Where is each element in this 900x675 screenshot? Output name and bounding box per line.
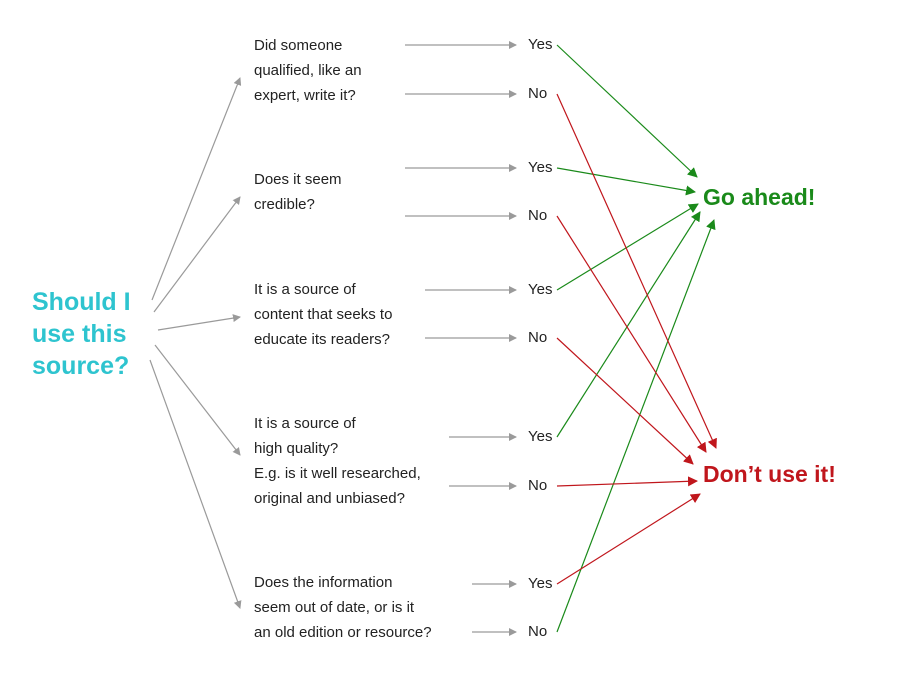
arrow-q5-yes-to-dont — [556, 493, 701, 585]
arrow-q4-no-to-dont — [556, 476, 698, 487]
question-line: qualified, like an — [254, 62, 362, 79]
arrow-to-question-1 — [151, 77, 242, 301]
answer-q3-no: No — [528, 329, 548, 346]
arrow-to-question-2 — [153, 196, 241, 313]
main-question: Should I use this source? — [32, 286, 131, 382]
main-question-line: use this — [32, 320, 127, 348]
question-line: original and unbiased? — [254, 490, 405, 507]
outcome-dont-use: Don’t use it! — [703, 461, 836, 487]
arrow-q3-no-to-dont — [556, 337, 694, 465]
answer-q2-no: No — [528, 207, 548, 224]
main-question-line: Should I — [32, 288, 131, 316]
answer-q5-yes: Yes — [528, 575, 553, 592]
question-line: credible? — [254, 196, 315, 213]
arrow-q5-no-to-go — [556, 219, 716, 633]
question-line: an old edition or resource? — [254, 624, 432, 641]
answer-q4-yes: Yes — [528, 428, 553, 445]
arrow-q3-yes-to-go — [556, 203, 699, 291]
question-line: E.g. is it well researched, — [254, 465, 421, 482]
question-1: Did someone qualified, like an expert, w… — [254, 33, 362, 108]
question-line: It is a source of — [254, 281, 356, 298]
arrow-q2-no-to-dont — [556, 215, 707, 453]
answer-q1-yes: Yes — [528, 36, 553, 53]
arrow-q1-yes-to-go — [556, 44, 698, 178]
question-line: high quality? — [254, 440, 339, 457]
question-line: It is a source of — [254, 415, 356, 432]
question-2: Does it seem credible? — [254, 167, 342, 217]
question-line: expert, write it? — [254, 87, 356, 104]
question-line: Does the information — [254, 574, 393, 591]
question-4: It is a source of high quality? E.g. is … — [254, 411, 421, 511]
question-line: content that seeks to — [254, 306, 393, 323]
arrow-to-question-4 — [154, 344, 241, 456]
main-question-line: source? — [32, 352, 130, 380]
outcome-go-ahead: Go ahead! — [703, 184, 816, 210]
question-line: educate its readers? — [254, 331, 390, 348]
question-line: seem out of date, or is it — [254, 599, 415, 616]
question-5: Does the information seem out of date, o… — [254, 570, 432, 645]
answer-q5-no: No — [528, 623, 548, 640]
arrow-to-question-3 — [157, 314, 241, 331]
arrow-q1-no-to-dont — [556, 93, 717, 449]
answer-q2-yes: Yes — [528, 159, 553, 176]
answer-q1-no: No — [528, 85, 548, 102]
question-line: Does it seem — [254, 171, 342, 188]
question-line: Did someone — [254, 37, 343, 54]
answer-q4-no: No — [528, 477, 548, 494]
arrow-q2-yes-to-go — [556, 167, 696, 196]
arrow-q4-yes-to-go — [556, 211, 701, 438]
answer-q3-yes: Yes — [528, 281, 553, 298]
arrow-to-question-5 — [149, 359, 242, 609]
question-3: It is a source of content that seeks to … — [254, 277, 392, 352]
